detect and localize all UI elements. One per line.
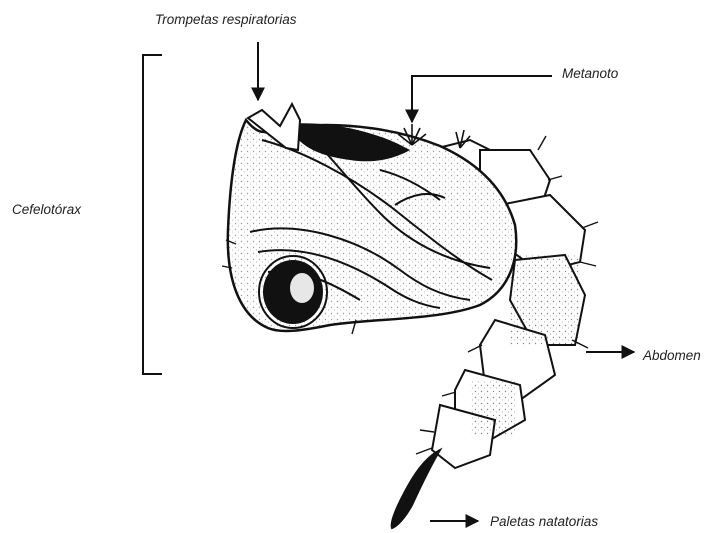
label-cefalotorax: Cefelotórax <box>12 202 82 217</box>
arrow-metanoto <box>412 76 552 122</box>
eye-highlight <box>290 273 314 303</box>
paddle-tail <box>392 450 440 528</box>
label-metanoto: Metanoto <box>562 66 619 81</box>
label-trompetas-respiratorias: Trompetas respiratorias <box>155 12 297 27</box>
pupa-illustration <box>222 104 598 528</box>
label-abdomen: Abdomen <box>642 348 701 363</box>
abdomen-stipple-lower <box>470 380 515 435</box>
cefalotorax-bracket <box>143 55 162 374</box>
label-paletas-natatorias: Paletas natatorias <box>490 514 598 529</box>
abdomen-stipple <box>510 255 580 345</box>
